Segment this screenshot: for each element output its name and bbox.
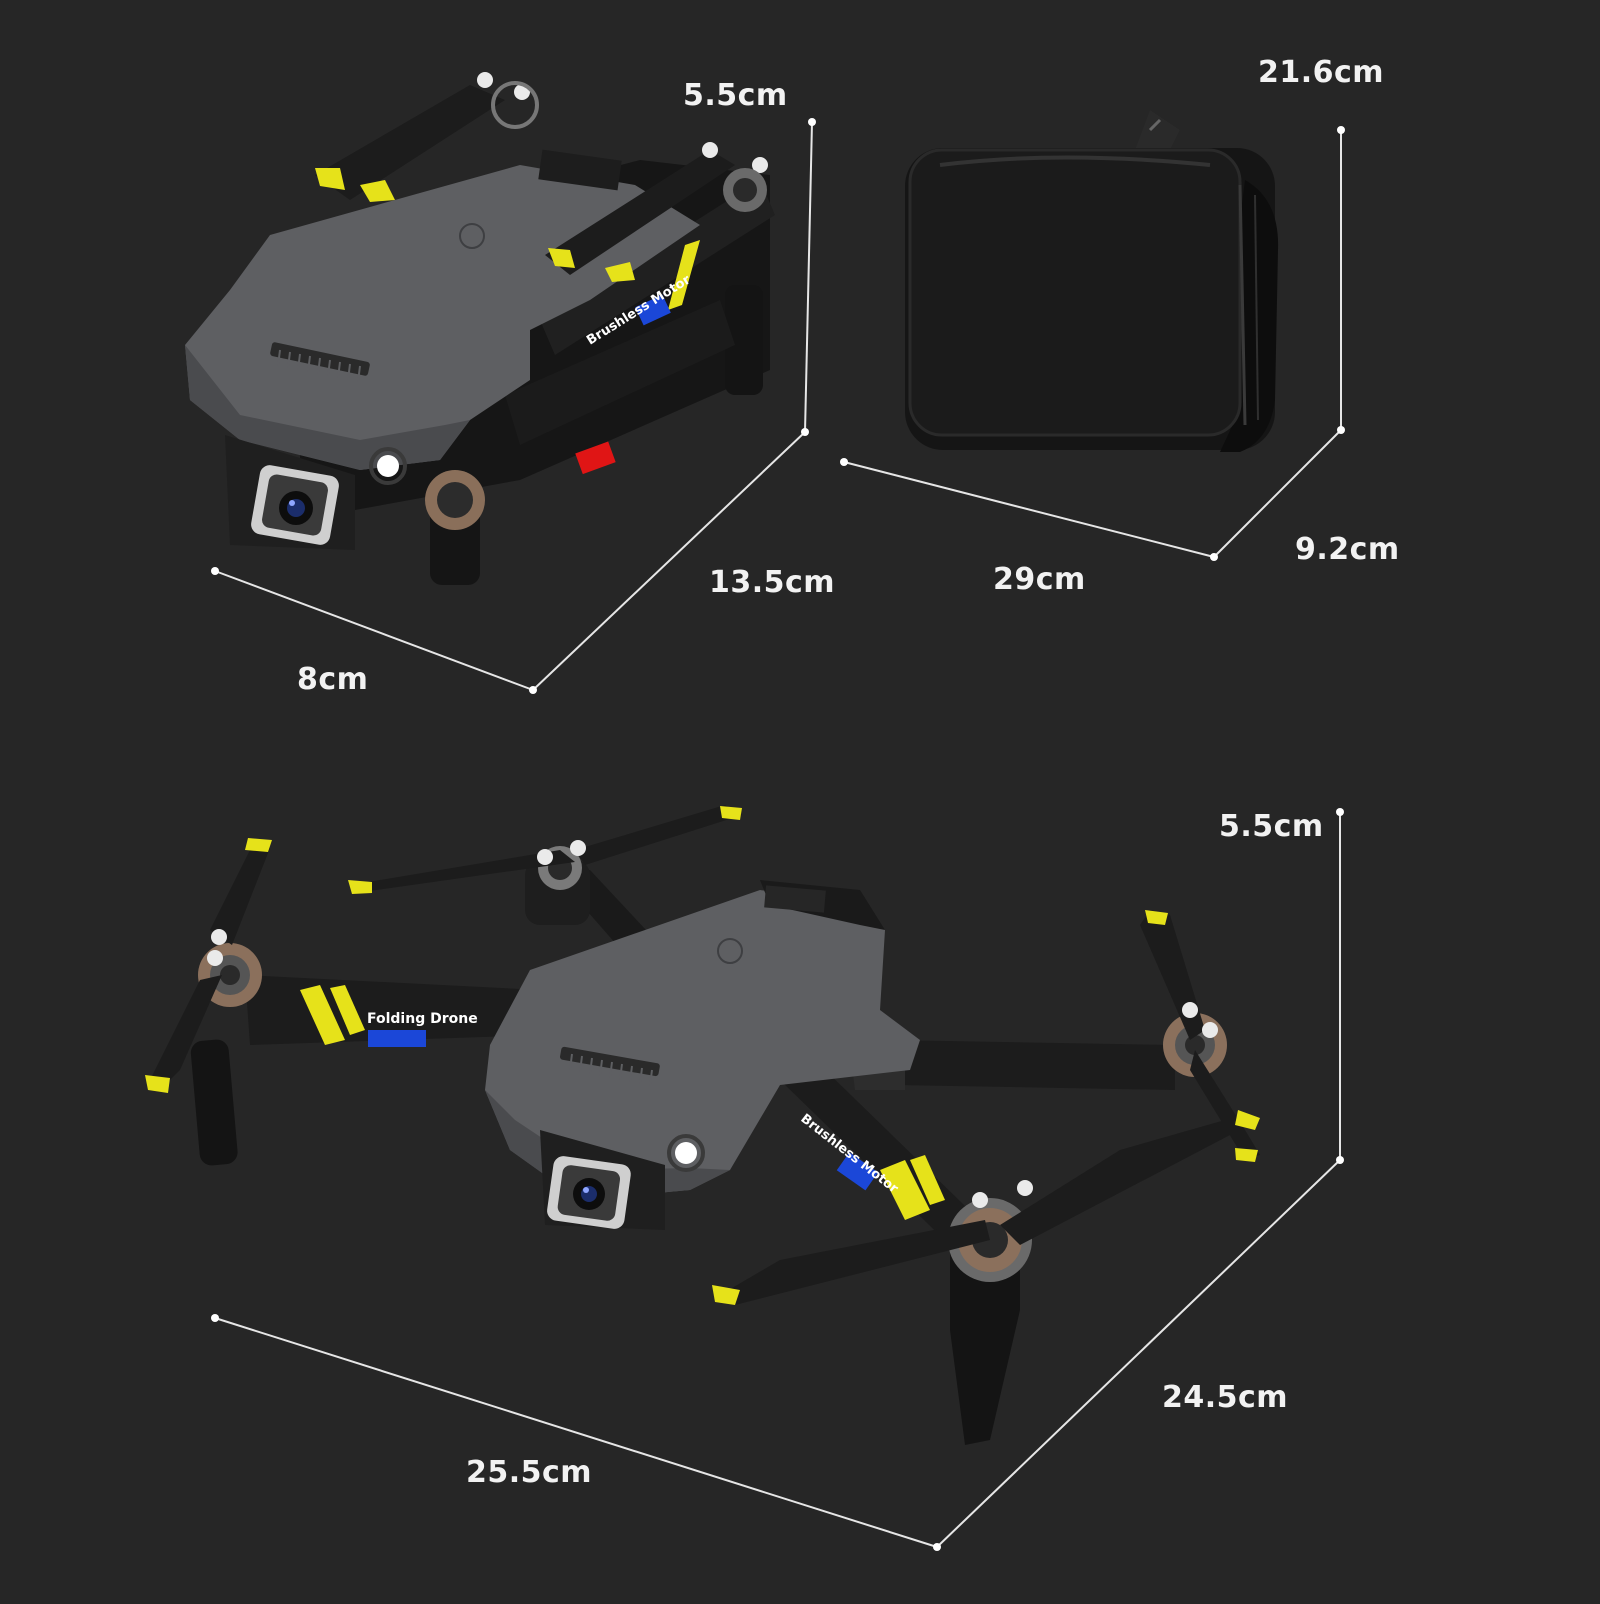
left-arm-text: Folding Drone bbox=[367, 1011, 478, 1027]
folded-width-label: 8cm bbox=[297, 662, 369, 697]
case-width-label: 29cm bbox=[993, 562, 1086, 597]
unfolded-drone-dimension-lines bbox=[211, 808, 1344, 1551]
case-dimension-lines bbox=[840, 126, 1345, 561]
case-height-label: 21.6cm bbox=[1258, 55, 1385, 90]
unfolded-width-label: 25.5cm bbox=[466, 1455, 593, 1490]
folded-drone-dimension-lines bbox=[211, 118, 816, 694]
case-depth-label: 9.2cm bbox=[1295, 532, 1400, 567]
folded-length-label: 13.5cm bbox=[709, 565, 836, 600]
unfolded-length-label: 24.5cm bbox=[1162, 1380, 1289, 1415]
folded-height-label: 5.5cm bbox=[683, 78, 788, 113]
folded-drone: Brushless Motor bbox=[185, 72, 775, 585]
unfolded-height-label: 5.5cm bbox=[1219, 809, 1324, 844]
carry-case bbox=[905, 110, 1279, 452]
